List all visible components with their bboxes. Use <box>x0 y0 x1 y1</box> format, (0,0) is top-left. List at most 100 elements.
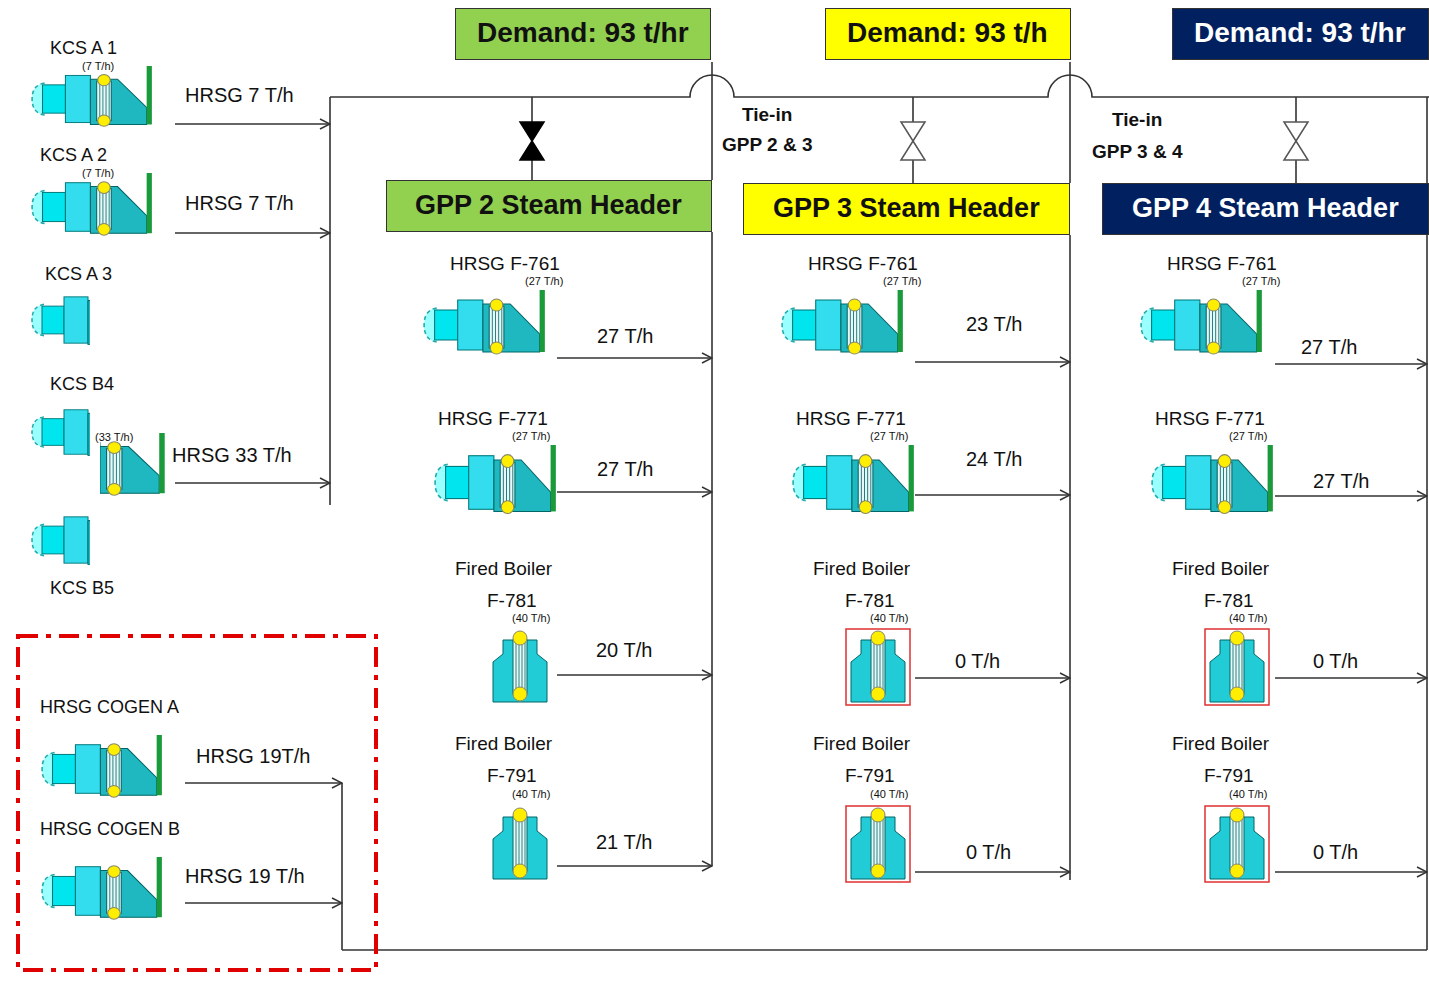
symbol-part <box>1209 308 1210 346</box>
symbol-part <box>1210 640 1264 702</box>
header-bus <box>1069 235 1071 880</box>
equipment-unit: HRSG F-771(27 T/h) <box>433 408 561 522</box>
equipment-unit: Fired BoilerF-791(40 T/h) <box>1172 733 1272 885</box>
flow-rate-label: 27 T/h <box>1301 336 1357 359</box>
symbol-part <box>159 433 164 493</box>
symbol-part <box>1205 629 1269 705</box>
flow-rate-label: HRSG 33 T/h <box>172 444 292 467</box>
tie-in-label: GPP 2 & 3 <box>722 134 812 156</box>
symbol-part <box>846 629 910 705</box>
hrsg-symbol <box>30 173 155 241</box>
symbol-part <box>780 290 906 360</box>
symbol-part <box>116 450 117 487</box>
flow-rate-label: 27 T/h <box>1313 470 1369 493</box>
capacity-text: (40 T/h) <box>870 788 908 801</box>
equipment-label: F-781 <box>845 590 895 612</box>
symbol-part <box>513 864 527 878</box>
symbol-part <box>435 310 458 340</box>
tie-in-label: Tie-in <box>1112 109 1162 131</box>
demand-box: Demand: 93 t/h <box>825 8 1071 60</box>
capacity-text: (27 T/h) <box>1229 430 1267 443</box>
symbol-part <box>1150 445 1276 520</box>
symbol-part <box>98 74 111 85</box>
equipment-label: Fired Boiler <box>1172 733 1269 755</box>
symbol-part <box>853 308 854 346</box>
symbol-part <box>501 308 502 346</box>
symbol-part <box>845 628 911 706</box>
symbol-part <box>1230 808 1244 822</box>
tie-in-label: Tie-in <box>742 104 792 126</box>
flow-arrow <box>915 494 1070 496</box>
hrsg-symbol <box>1150 445 1276 520</box>
cogen-bus <box>342 949 1427 951</box>
flow-rate-label: 0 T/h <box>1313 841 1358 864</box>
flow-arrow <box>1275 495 1427 497</box>
equipment-label: HRSG COGEN B <box>40 819 180 840</box>
equipment-unit: Fired BoilerF-791(40 T/h) <box>813 733 913 885</box>
symbol-part <box>883 819 884 869</box>
cogen-bus <box>341 783 343 950</box>
demand-text: Demand: 93 t/h <box>847 17 1048 49</box>
symbol-part <box>848 342 861 354</box>
symbol-part <box>1218 455 1231 468</box>
symbol-part <box>1239 642 1240 692</box>
equipment-label: Fired Boiler <box>813 733 910 755</box>
symbol-part <box>492 308 493 346</box>
symbol-part <box>1218 308 1219 346</box>
hrsg-symbol <box>1139 290 1265 360</box>
symbol-part <box>1207 342 1220 354</box>
symbol-part <box>867 464 868 505</box>
flow-rate-label: HRSG 7 T/h <box>185 84 294 107</box>
symbol-part <box>108 786 121 798</box>
flow-rate-label: 0 T/h <box>1313 650 1358 673</box>
symbol-part <box>519 642 520 692</box>
equipment-label: F-791 <box>845 765 895 787</box>
symbol-part <box>112 874 113 911</box>
symbol-part <box>109 752 110 789</box>
demand-box: Demand: 93 t/hr <box>1172 8 1429 60</box>
cogen-dashed-region <box>18 636 376 970</box>
symbol-part <box>512 464 513 505</box>
symbol-part <box>109 450 110 487</box>
symbol-part <box>874 819 875 869</box>
symbol-part <box>1268 445 1273 511</box>
equipment-unit: KCS B4(33 T/h) <box>30 374 170 503</box>
flow-rate-label: 27 T/h <box>597 458 653 481</box>
equipment-label: Fired Boiler <box>813 558 910 580</box>
tie-in-label: GPP 3 & 4 <box>1092 141 1182 163</box>
flow-rate-label: HRSG 19 T/h <box>185 865 305 888</box>
symbol-part <box>509 464 510 505</box>
symbol-part <box>871 640 885 694</box>
symbol-part <box>871 817 885 871</box>
symbol-part <box>42 419 64 446</box>
flow-rate-label: HRSG 7 T/h <box>185 192 294 215</box>
equipment-label: F-781 <box>487 590 537 612</box>
symbol-part <box>1212 308 1213 346</box>
symbol-part <box>525 642 526 692</box>
flow-rate-label: 23 T/h <box>966 313 1022 336</box>
symbol-part <box>40 857 165 925</box>
symbol-part <box>119 450 120 487</box>
symbol-part <box>99 190 100 227</box>
equipment-label: Fired Boiler <box>455 558 552 580</box>
symbol-part <box>909 445 914 511</box>
symbol-part <box>513 631 527 645</box>
steam-header-box: GPP 2 Steam Header <box>386 180 712 232</box>
symbol-part <box>64 297 88 343</box>
symbol-part <box>109 83 110 119</box>
equipment-unit: Fired BoilerF-781(40 T/h) <box>1172 558 1272 708</box>
symbol-part <box>846 806 910 882</box>
flow-rate-label: HRSG 19T/h <box>196 745 310 768</box>
gas-turbine-symbol <box>30 295 90 345</box>
symbol-part <box>30 515 90 565</box>
flow-arrow <box>185 782 342 784</box>
equipment-label: KCS B5 <box>50 578 114 599</box>
symbol-part <box>877 642 878 692</box>
equipment-label: KCS A 1 <box>50 38 117 59</box>
symbol-part <box>458 300 483 350</box>
header-text: GPP 2 Steam Header <box>415 190 682 221</box>
symbol-part <box>1215 308 1216 346</box>
steam-header-box: GPP 4 Steam Header <box>1102 183 1429 235</box>
symbol-part <box>157 735 162 795</box>
